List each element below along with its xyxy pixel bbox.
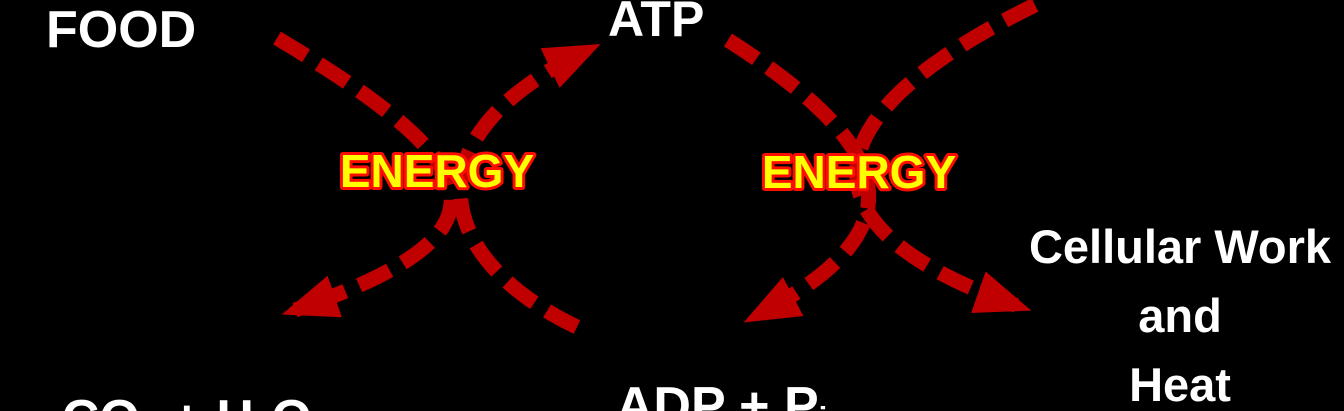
adp-pi-label: ADP + Pi (560, 328, 827, 411)
cellular-work-heat-label: Cellular Work and Heat (1012, 212, 1344, 411)
arrow-adp-to-atp (452, 43, 601, 334)
heat-line: Heat (1129, 358, 1231, 411)
atp-label: ATP (608, 0, 705, 47)
plus-h-part: + H (157, 390, 254, 411)
o-part: O (271, 390, 311, 411)
energy-label-left: ENERGY (340, 145, 534, 197)
co2-part: CO (62, 390, 140, 411)
arrow-to-cellular-work (849, 0, 1039, 314)
food-label: FOOD (46, 1, 197, 59)
arrow-atp-to-adp (723, 33, 877, 323)
energy-label-right: ENERGY (762, 146, 956, 198)
arrow-food-to-co2 (273, 31, 459, 318)
adp-part: ADP + P (615, 377, 819, 411)
pi-subscript: i (819, 401, 828, 411)
co2-h2o-label: CO2 + H2O (4, 341, 312, 411)
and-line: and (1138, 289, 1222, 342)
cellular-work-line: Cellular Work (1028, 220, 1332, 273)
